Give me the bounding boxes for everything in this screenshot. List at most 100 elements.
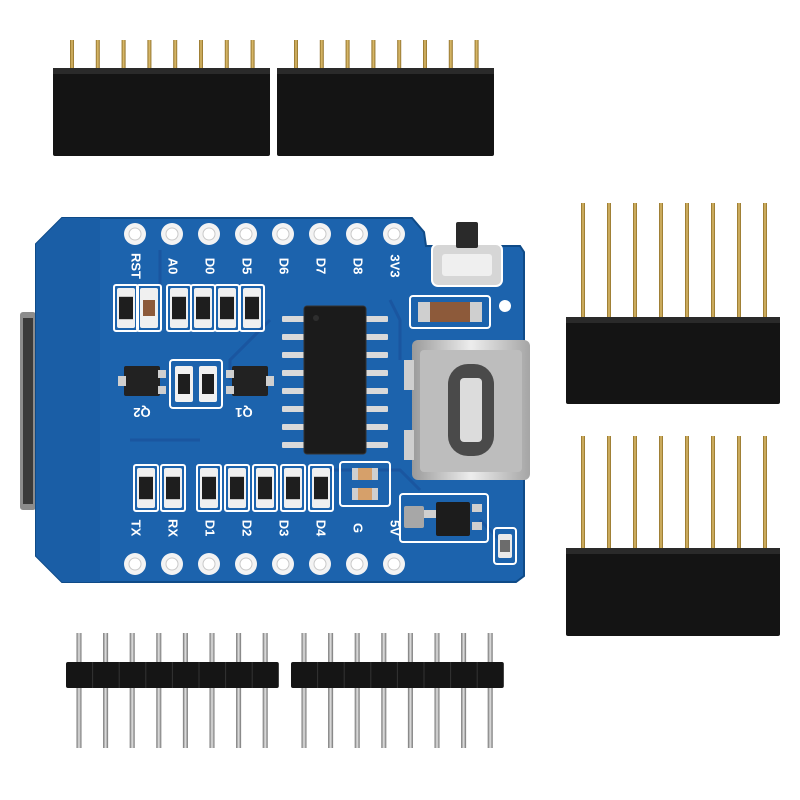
female-header-pin [121,40,126,72]
chip-leg [282,334,306,340]
pin-hole [276,227,290,241]
pin-hole [202,227,216,241]
pin-hole [239,557,253,571]
female-header-pin [763,203,767,320]
voltage-regulator [399,493,489,543]
male-header-pin [328,633,334,748]
transistor-q1 [226,366,274,396]
female-header-pin [607,203,611,320]
pin-label: D6 [277,258,292,275]
pin-label: D7 [314,258,329,275]
female-header-pin [70,40,74,72]
pin-hole [202,557,216,571]
female-header-top-right [277,40,494,156]
pin-hole [128,227,142,241]
female-header-pin [224,40,229,72]
pin-label: D0 [203,258,218,275]
usb-serial-chip [282,305,388,455]
male-header-pin [76,633,82,748]
pin-hole [128,557,142,571]
female-header-pin [711,436,715,552]
pin-label: 3V3 [388,254,403,277]
female-header-pin [199,40,203,72]
female-header-right-upper [566,203,780,404]
female-header-pin [474,40,479,72]
female-header-pin [95,40,100,72]
male-header-pin [262,633,268,748]
female-header-pin [423,40,427,72]
pin-hole [313,557,327,571]
male-header-bottom-right [291,633,504,748]
pin-label: D3 [277,520,292,537]
pin-label: RST [129,253,144,279]
chip-leg [282,442,306,448]
male-header-pin [381,633,387,748]
male-header-pin [301,633,307,748]
female-header-pin [607,436,611,552]
resistor-row-top [113,284,265,332]
led [493,527,517,565]
pin-label: D2 [240,520,255,537]
female-header-pin [737,203,741,320]
male-header-pin [182,633,188,748]
pin-label: D8 [351,258,366,275]
pin-hole [313,227,327,241]
pin-hole [165,557,179,571]
female-header-pin [685,436,689,552]
pin-label: RX [166,519,181,537]
pin-label: D4 [314,520,329,537]
female-header-pin [763,436,767,552]
female-header-pin [581,203,585,320]
female-header-pin [250,40,255,72]
chip-leg [364,424,388,430]
male-header-pin [407,633,413,748]
male-header-pin [461,633,467,748]
chip-leg [364,316,388,322]
pin-label: D5 [240,258,255,275]
female-header-pin [173,40,178,72]
male-header-pin [209,633,215,748]
resistor-row-bottom [133,464,334,512]
chip-leg [364,334,388,340]
pin-label: G [351,523,366,533]
male-header-pin [487,633,493,748]
transistor-q2 [118,366,166,396]
chip-leg [282,316,306,322]
male-header-pin [354,633,360,748]
chip-leg [364,352,388,358]
pin-label: A0 [166,258,181,275]
female-header-right-lower [566,436,780,636]
female-header-pin [737,436,741,552]
female-header-top-left [53,40,270,156]
pin-hole [387,227,401,241]
pin-hole [239,227,253,241]
usb-c-connector [404,340,530,480]
female-header-pin [397,40,402,72]
q2-label: Q2 [133,405,150,420]
chip-leg [282,370,306,376]
male-header-bottom-left [66,633,279,748]
pin-label: D1 [203,520,218,537]
capacitor-top [409,295,511,329]
female-header-pin [659,436,663,552]
chip-leg [282,424,306,430]
bottom-pin-row [124,553,405,575]
chip-leg [364,442,388,448]
pcb-board: Q2 Q1 [20,217,530,583]
female-header-pin [711,203,715,320]
capacitor-pair-bottom [339,461,391,507]
female-header-pin [371,40,376,72]
q1-label: Q1 [235,405,252,420]
female-header-pin [685,203,689,320]
chip-leg [364,388,388,394]
pin-hole [350,227,364,241]
female-header-pin [659,203,663,320]
chip-leg [364,406,388,412]
pin-hole [350,557,364,571]
top-pin-row [124,223,405,245]
chip-leg [282,352,306,358]
male-header-pin [156,633,162,748]
female-header-pin [448,40,453,72]
female-header-pin [319,40,324,72]
